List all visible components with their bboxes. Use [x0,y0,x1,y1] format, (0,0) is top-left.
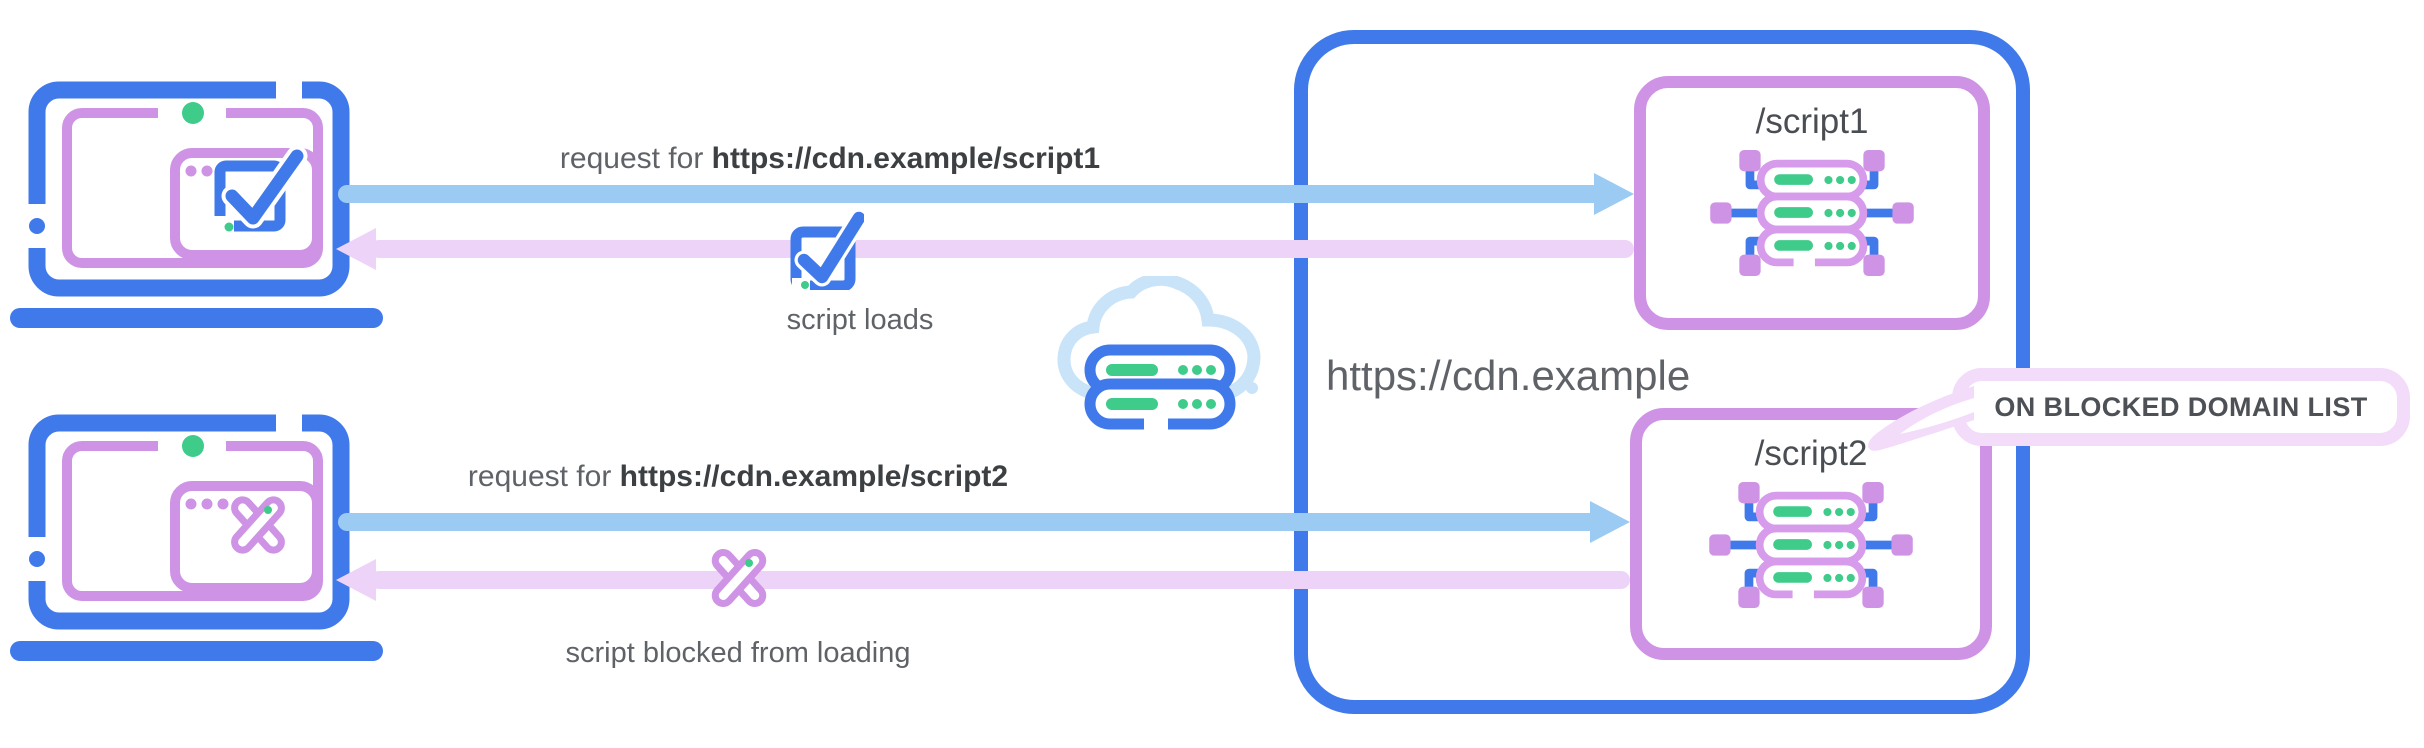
endpoint-script2-label: /script2 [1754,434,1868,473]
checkbox-check-icon [790,208,864,290]
laptop-blocked-x-browser-icon [10,405,383,661]
server-network-icon [1709,482,1913,608]
request-prefix: request for [467,460,620,493]
response-arrow-script2 [336,559,1630,601]
blocked-domain-callout-text: ON BLOCKED DOMAIN LIST [1994,391,2368,422]
request-arrow-script2 [338,501,1630,543]
request-label-script2: request for https://cdn.example/script2 [338,459,1138,495]
response-arrow-script1 [336,228,1634,270]
request-label-script1: request for https://cdn.example/script1 [430,141,1230,177]
endpoint-script2-box: /script2 [1630,408,1992,660]
blocked-domain-callout: ON BLOCKED DOMAIN LIST [1952,368,2410,446]
checkbox-check-icon [214,145,308,232]
endpoint-script1-box: /script1 [1634,76,1990,330]
request-arrow-script1 [338,173,1634,215]
request-prefix: request for [559,142,712,175]
callout-tail [1868,386,1974,451]
blocked-x-icon [711,549,767,607]
request-url: https://cdn.example/script1 [711,142,1101,175]
laptop-check-browser-icon [10,72,383,328]
request-url: https://cdn.example/script2 [619,460,1009,493]
result-label-script2: script blocked from loading [565,637,911,669]
blocked-x-icon [231,496,285,554]
server-network-icon [1710,150,1914,276]
cdn-domain-label: https://cdn.example [1326,352,1691,399]
endpoint-script1-label: /script1 [1755,102,1869,141]
result-label-script1: script loads [786,304,934,336]
cloud-server-icon [1057,276,1261,430]
